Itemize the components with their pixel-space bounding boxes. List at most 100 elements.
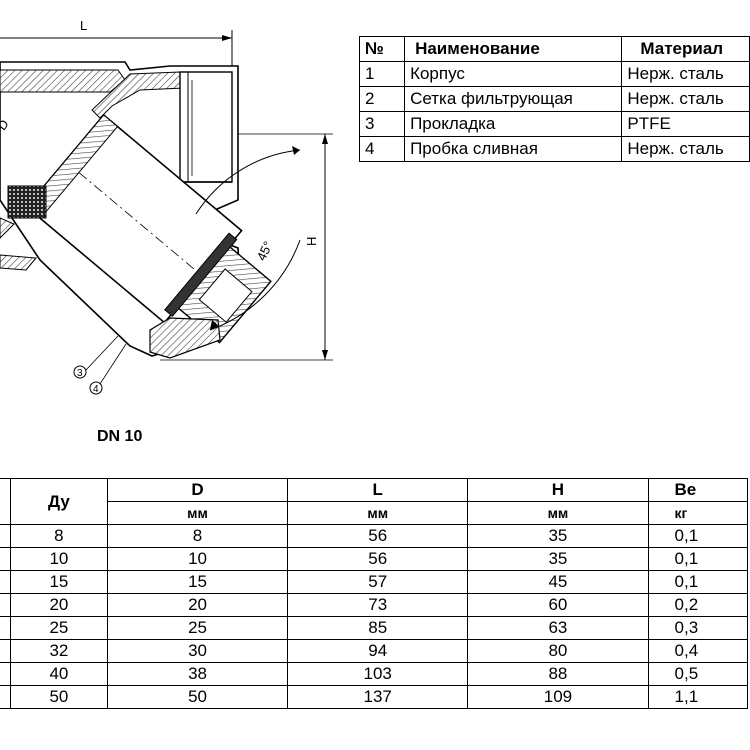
- dimension-L: L: [0, 18, 233, 68]
- header-material: Материал: [621, 36, 750, 62]
- cell-du: 40: [9, 662, 108, 686]
- part-name: Сетка фильтрующая: [404, 86, 623, 112]
- cell-L: 56: [287, 524, 469, 548]
- cell-L: 94: [287, 639, 469, 663]
- row-spacer: [0, 685, 11, 709]
- svg-text:4: 4: [93, 384, 99, 395]
- cell-D: 20: [106, 593, 289, 617]
- cell-D: 38: [106, 662, 289, 686]
- cell-du: 25: [9, 616, 108, 640]
- part-name: Пробка сливная: [404, 136, 623, 162]
- cell-du: 32: [9, 639, 108, 663]
- cell-H: 45: [467, 570, 649, 594]
- cell-L: 85: [287, 616, 469, 640]
- cell-H: 109: [467, 685, 649, 709]
- cell-D: 50: [106, 685, 289, 709]
- cell-H: 80: [467, 639, 649, 663]
- header-name: Наименование: [404, 36, 623, 62]
- cell-weight: 0,5: [647, 662, 749, 686]
- callout-3: 3: [73, 335, 119, 379]
- unit-D: мм: [106, 501, 289, 525]
- cell-weight: 0,3: [647, 616, 749, 640]
- row-spacer: [0, 547, 11, 571]
- part-number: 3: [358, 111, 406, 137]
- svg-text:3: 3: [77, 368, 83, 379]
- header-H: H: [467, 478, 649, 502]
- part-number: 4: [358, 136, 406, 162]
- part-material: PTFE: [621, 111, 750, 137]
- cell-D: 10: [106, 547, 289, 571]
- header-D: D: [106, 478, 289, 502]
- cell-du: 50: [9, 685, 108, 709]
- cell-du: 8: [9, 524, 108, 548]
- valve-body: [0, 61, 272, 359]
- header-number: №: [358, 36, 406, 62]
- header-du: Ду: [9, 478, 108, 525]
- cell-L: 73: [287, 593, 469, 617]
- cell-H: 88: [467, 662, 649, 686]
- part-name: Корпус: [404, 61, 623, 87]
- cell-D: 25: [106, 616, 289, 640]
- cell-weight: 0,1: [647, 570, 749, 594]
- cell-weight: 1,1: [647, 685, 749, 709]
- callout-4: 4: [89, 343, 127, 395]
- cell-H: 60: [467, 593, 649, 617]
- row-spacer: [0, 524, 11, 548]
- part-material: Нерж. сталь: [621, 61, 750, 87]
- cell-du: 20: [9, 593, 108, 617]
- dimension-H: H: [160, 133, 333, 361]
- row-spacer: [0, 662, 11, 686]
- cell-H: 63: [467, 616, 649, 640]
- unit-L: мм: [287, 501, 469, 525]
- cell-du: 15: [9, 570, 108, 594]
- part-number: 1: [358, 61, 406, 87]
- dimension-H-label: H: [304, 237, 319, 246]
- drawing-caption: DN 10: [97, 428, 143, 445]
- cell-D: 15: [106, 570, 289, 594]
- cell-D: 8: [106, 524, 289, 548]
- unit-H: мм: [467, 501, 649, 525]
- cell-D: 30: [106, 639, 289, 663]
- part-material: Нерж. сталь: [621, 136, 750, 162]
- cell-weight: 0,1: [647, 524, 749, 548]
- dimension-D-label: D: [0, 117, 12, 133]
- header-L: L: [287, 478, 469, 502]
- filter-technical-drawing: L 45°: [0, 18, 333, 395]
- cell-H: 35: [467, 524, 649, 548]
- cell-weight: 0,2: [647, 593, 749, 617]
- cell-weight: 0,1: [647, 547, 749, 571]
- row-spacer: [0, 616, 11, 640]
- cell-L: 57: [287, 570, 469, 594]
- unit-weight: кг: [647, 501, 749, 525]
- header-spacer: [0, 478, 11, 525]
- cell-du: 10: [9, 547, 108, 571]
- row-spacer: [0, 593, 11, 617]
- cell-L: 103: [287, 662, 469, 686]
- cell-H: 35: [467, 547, 649, 571]
- dimension-L-label: L: [80, 18, 87, 33]
- header-weight: Ве: [647, 478, 749, 502]
- part-material: Нерж. сталь: [621, 86, 750, 112]
- parts-table-header: № Наименование Материал: [358, 36, 750, 62]
- angle-label: 45°: [254, 239, 276, 263]
- cell-L: 137: [287, 685, 469, 709]
- cell-weight: 0,4: [647, 639, 749, 663]
- part-number: 2: [358, 86, 406, 112]
- part-name: Прокладка: [404, 111, 623, 137]
- row-spacer: [0, 570, 11, 594]
- row-spacer: [0, 639, 11, 663]
